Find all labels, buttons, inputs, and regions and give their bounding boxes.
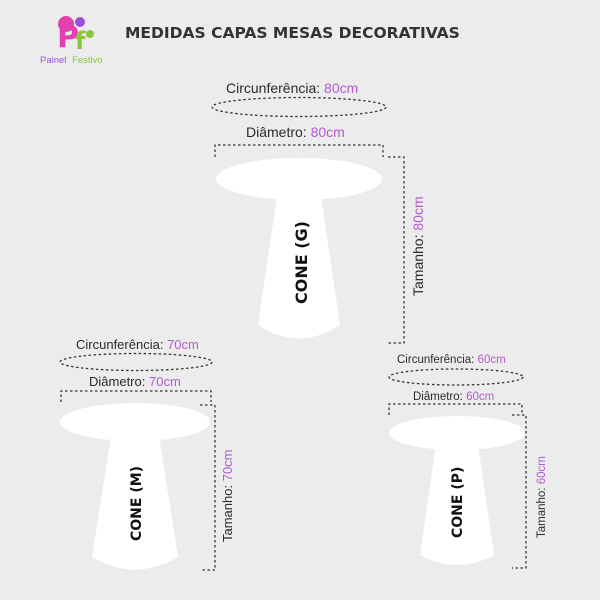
table-cone-g: Circunferência: 80cm Diâmetro: 80cm Tama…: [211, 80, 426, 344]
circumference-label-g: Circunferência: 80cm: [226, 80, 358, 96]
diameter-bracket-g: [214, 144, 384, 157]
diameter-label-g: Diâmetro: 80cm: [246, 124, 345, 140]
logo-letter-f: f: [75, 27, 86, 55]
diameter-label-p: Diâmetro: 60cm: [413, 391, 494, 403]
height-label-p: Tamanho: 60cm: [536, 456, 548, 538]
cone-base-p: [420, 445, 494, 565]
logo-dot-purple: [75, 17, 85, 27]
logo-word-festivo: Festivo: [72, 55, 103, 66]
cone-name-p: CONE (P): [450, 467, 466, 538]
logo-letter-p: P: [57, 20, 79, 55]
tabletop-m: [60, 403, 210, 441]
cone-name-g: CONE (G): [292, 221, 311, 304]
diameter-bracket-m: [60, 390, 212, 402]
height-label-m: Tamanho: 70cm: [220, 449, 235, 542]
height-bracket-g: [388, 156, 405, 344]
logo-word-painel: Painel: [40, 55, 66, 66]
circumference-label-m: Circunferência: 70cm: [76, 337, 199, 352]
table-cone-p: Circunferência: 60cm Diâmetro: 60cm Tama…: [388, 354, 548, 569]
tabletop-p: [389, 416, 525, 450]
height-bracket-m: [200, 404, 216, 571]
logo: P f Painel Festivo: [40, 16, 103, 66]
cone-base-m: [92, 430, 178, 570]
cone-base-g: [258, 190, 340, 339]
logo-dot-pink: [58, 16, 74, 32]
logo-wordmark: Painel Festivo: [40, 55, 103, 66]
diameter-bracket-p: [388, 403, 523, 415]
tabletop-g: [216, 158, 382, 200]
circumference-label-p: Circunferência: 60cm: [397, 354, 506, 366]
cone-name-m: CONE (M): [129, 466, 145, 541]
height-label-g: Tamanho: 80cm: [410, 196, 426, 296]
page-title: MEDIDAS CAPAS MESAS DECORATIVAS: [125, 24, 460, 42]
height-bracket-p: [512, 414, 527, 569]
circumference-ellipse-m: [59, 352, 213, 372]
table-cone-m: Circunferência: 70cm Diâmetro: 70cm Tama…: [59, 337, 235, 571]
circumference-ellipse-g: [211, 96, 387, 118]
diameter-label-m: Diâmetro: 70cm: [89, 374, 181, 389]
logo-mark-icon: P f: [57, 16, 94, 55]
logo-dot-green: [86, 30, 94, 38]
circumference-ellipse-p: [388, 368, 524, 386]
